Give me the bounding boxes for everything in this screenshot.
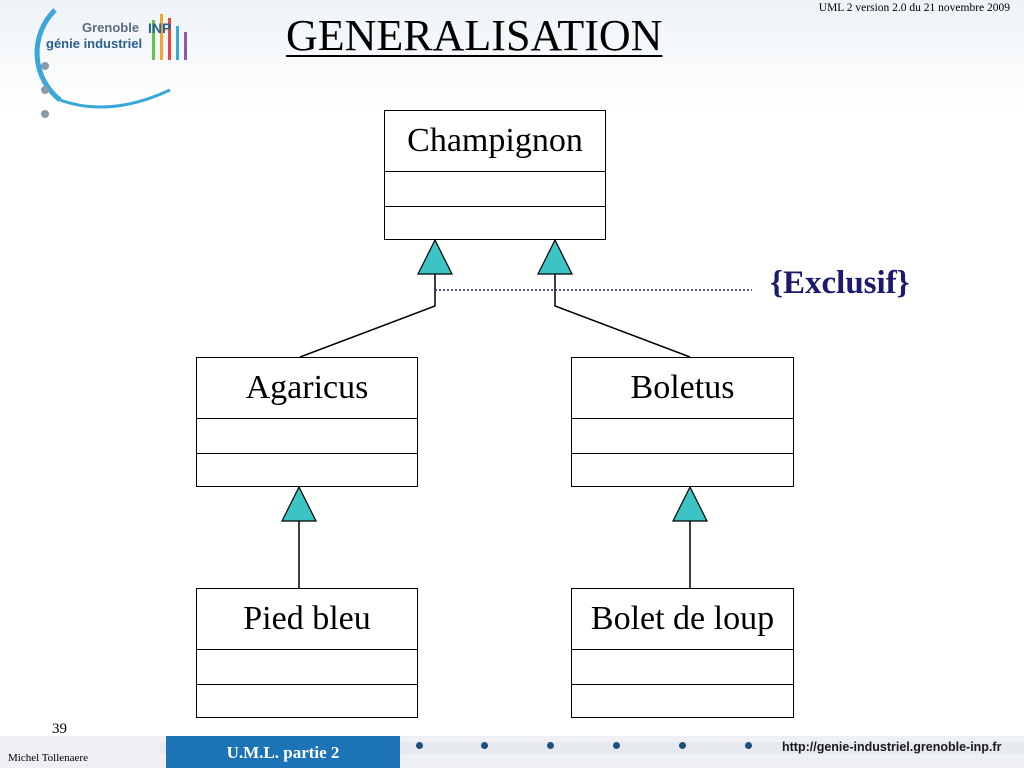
class-operations [572,453,793,486]
page-title: GENERALISATION [286,11,663,60]
generalization-arrow-pied-bleu [281,485,317,522]
exclusif-constraint: {Exclusif} [770,265,910,301]
bullet-dot [41,110,49,118]
class-attributes [572,418,793,453]
connector-agaricus-champignon [299,274,436,358]
class-operations [385,206,605,239]
generalization-arrow-boletus [537,238,573,275]
bullet-dot [41,86,49,94]
footer-dot [613,742,620,749]
class-attributes [572,649,793,684]
class-operations [197,684,417,717]
connector-boletus-champignon [554,274,691,358]
logo-grenoble-text: Grenoble [82,20,140,35]
uml-class-pied-bleu[interactable]: Pied bleu [196,588,418,718]
footer-dot [481,742,488,749]
version-info: UML 2 version 2.0 du 21 novembre 2009 [818,2,1010,14]
class-name: Champignon [407,122,583,159]
footer-dot [679,742,686,749]
footer-dot [547,742,554,749]
course-label: U.M.L. partie 2 [166,736,400,768]
uml-class-bolet-de-loup[interactable]: Bolet de loup [571,588,794,718]
bullet-dot [41,62,49,70]
class-operations [197,453,417,486]
footer-dot [416,742,423,749]
class-name: Pied bleu [243,600,371,637]
logo-genie-text: génie industriel [46,36,143,51]
footer-url[interactable]: http://genie-industriel.grenoble-inp.fr [782,740,1002,754]
author-name: Michel Tollenaere [8,752,88,764]
footer-dot [745,742,752,749]
generalization-arrow-bolet-de-loup [672,485,708,522]
uml-class-agaricus[interactable]: Agaricus [196,357,418,487]
uml-class-champignon[interactable]: Champignon [384,110,606,240]
generalization-arrow-agaricus [417,238,453,275]
logo-inp-text: INP [148,20,172,36]
class-attributes [197,418,417,453]
class-attributes [385,171,605,206]
class-operations [572,684,793,717]
class-name: Bolet de loup [590,600,775,637]
page-number: 39 [52,721,67,737]
class-attributes [197,649,417,684]
uml-class-boletus[interactable]: Boletus [571,357,794,487]
class-name: Agaricus [245,369,369,406]
class-name: Boletus [630,369,735,406]
grenoble-inp-logo [34,8,187,109]
